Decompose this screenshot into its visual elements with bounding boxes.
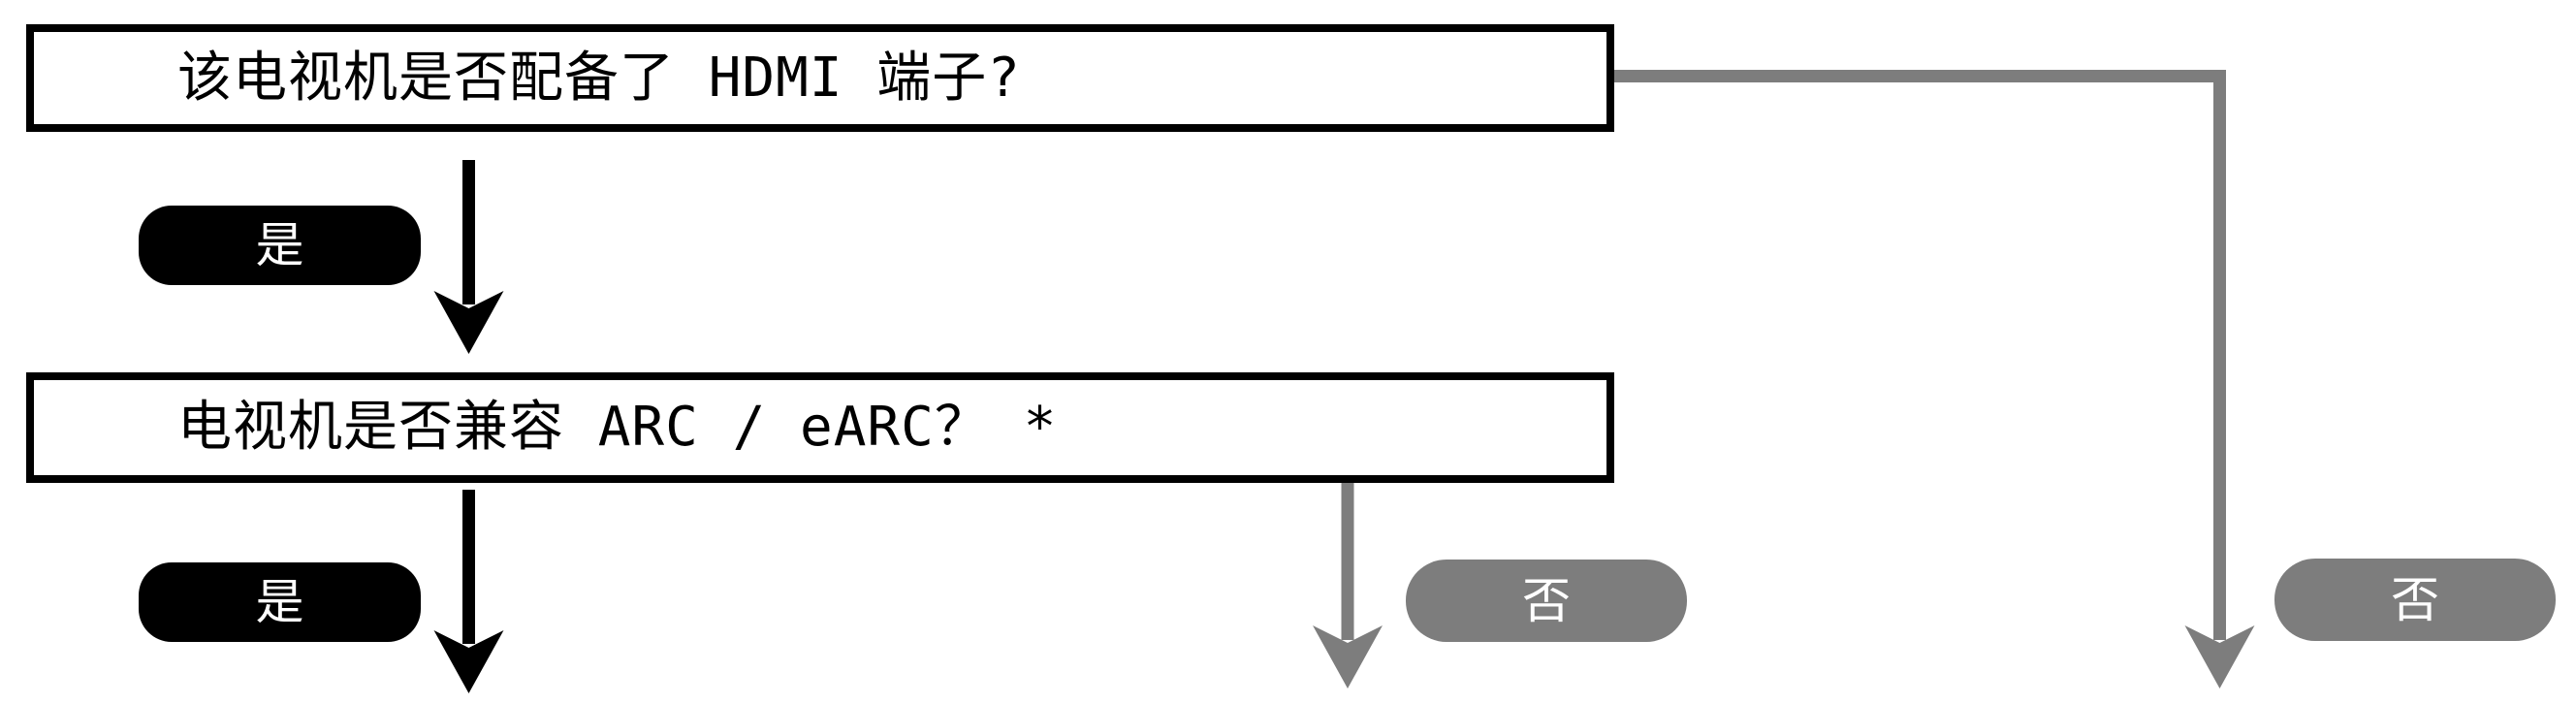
- no-badge-2: 否: [2274, 559, 2556, 641]
- no-arrow-2: [1609, 70, 2255, 688]
- yes-arrow-1: [433, 160, 504, 354]
- question-text-arc: 电视机是否兼容 ARC / eARC？ *: [177, 396, 1058, 459]
- question-box-arc: 电视机是否兼容 ARC / eARC？ *: [26, 372, 1614, 483]
- question-box-hdmi: 该电视机是否配备了 HDMI 端子?: [26, 24, 1614, 132]
- arrowhead-down-icon: [1313, 625, 1383, 688]
- question-text-hdmi: 该电视机是否配备了 HDMI 端子?: [177, 46, 1022, 110]
- no-badge-1: 否: [1406, 560, 1687, 642]
- yes-badge-2: 是: [139, 562, 421, 642]
- arrowhead-down-icon: [433, 630, 504, 693]
- yes-badge-2-label: 是: [255, 574, 304, 630]
- arrowhead-down-icon: [433, 291, 504, 354]
- no-badge-1-label: 否: [1522, 572, 1571, 629]
- yes-badge-1-label: 是: [255, 217, 304, 273]
- no-arrow-1: [1313, 481, 1383, 688]
- arrowhead-down-icon: [2184, 625, 2255, 688]
- yes-arrow-2: [433, 490, 504, 693]
- arrow-elbow: [1609, 70, 2226, 640]
- no-badge-2-label: 否: [2391, 571, 2439, 628]
- yes-badge-1: 是: [139, 206, 421, 285]
